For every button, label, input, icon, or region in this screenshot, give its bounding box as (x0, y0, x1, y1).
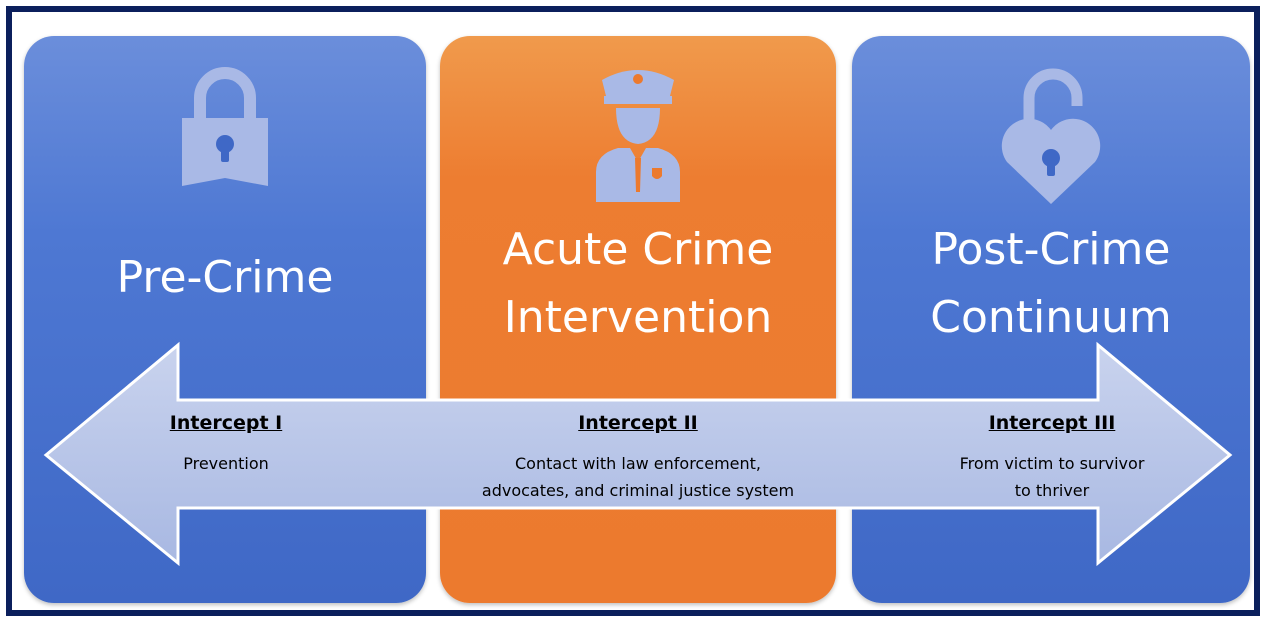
panel-title: Post-Crime Continuum (930, 224, 1172, 343)
panel-title: Pre-Crime (116, 252, 334, 303)
heart-padlock-open-icon (1001, 68, 1101, 204)
intercept-description: From victim to survivor to thriver (959, 454, 1145, 500)
intercept-1: Intercept I Prevention (120, 412, 332, 477)
intercept-description: Prevention (183, 454, 269, 473)
intercept-3: Intercept III From victim to survivor to… (912, 412, 1192, 504)
intercept-title: Intercept III (988, 412, 1116, 434)
intercept-title: Intercept I (169, 412, 283, 434)
police-officer-icon (596, 70, 680, 202)
intercept-2: Intercept II Contact with law enforcemen… (448, 412, 828, 504)
intercept-description: Contact with law enforcement, advocates,… (481, 454, 795, 500)
intercept-title: Intercept II (578, 412, 698, 434)
padlock-closed-icon (182, 67, 268, 186)
panel-title: Acute Crime Intervention (502, 224, 774, 343)
